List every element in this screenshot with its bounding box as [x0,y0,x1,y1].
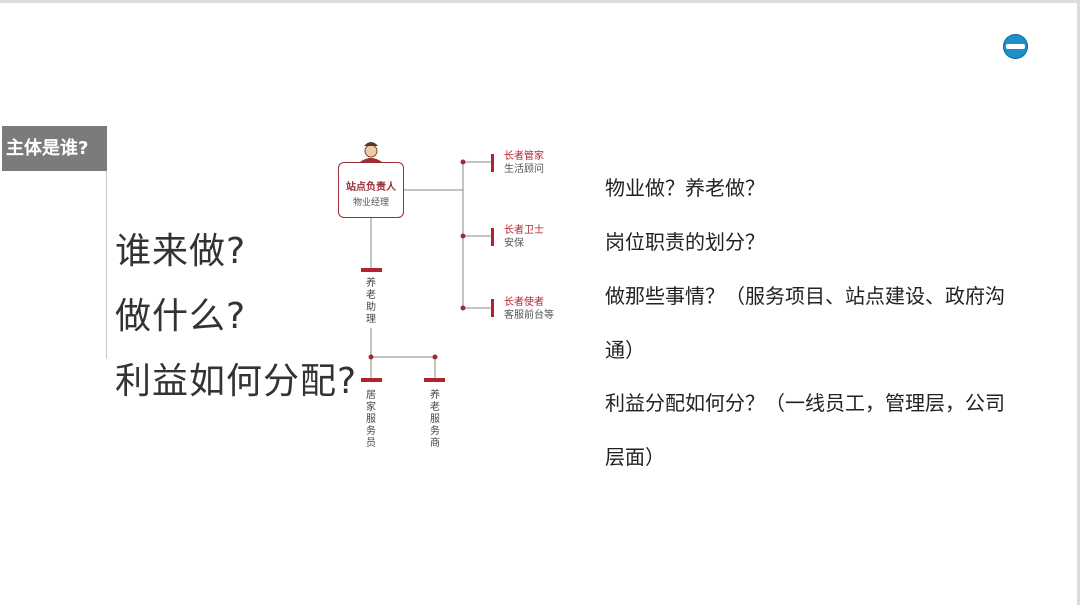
role-messenger: 长者使者 客服前台等 [504,296,554,322]
right-line-1: 物业做？养老做？ [605,176,765,200]
right-border [1077,0,1080,605]
head-subtitle: 物业经理 [352,198,389,208]
question-who: 谁来做? [115,231,247,272]
right-line-5: 利益分配如何分？（一线员工，管理层，公司 [605,391,1005,415]
role-subtitle: 客服前台等 [504,310,554,321]
role-subtitle: 生活顾问 [504,164,544,175]
right-line-6: 层面） [605,445,665,469]
person-icon [360,142,382,162]
section-tag: 主体是谁? [2,126,107,171]
right-line-3: 做那些事情？（服务项目、站点建设、政府沟 [605,284,1005,308]
right-line-2: 岗位职责的划分？ [605,230,765,254]
subordinate-label-provider: 养老服务商 [430,390,440,449]
head-box: 站点负责人 物业经理 [338,162,404,218]
role-title: 长者使者 [504,297,544,308]
top-border [0,0,1080,3]
head-title: 站点负责人 [346,182,396,193]
role-butler: 长者管家 生活顾问 [504,150,544,176]
question-what: 做什么? [115,296,247,337]
divider-line [106,171,107,359]
assistant-label: 养老助理 [366,278,376,325]
company-logo-icon [1003,34,1028,59]
question-benefit: 利益如何分配? [115,361,358,402]
role-guard: 长者卫士 安保 [504,224,544,250]
role-subtitle: 安保 [504,238,524,249]
role-title: 长者管家 [504,151,544,162]
subordinate-label-home: 居家服务员 [366,390,376,449]
right-line-4: 通） [605,338,645,362]
role-title: 长者卫士 [504,225,544,236]
